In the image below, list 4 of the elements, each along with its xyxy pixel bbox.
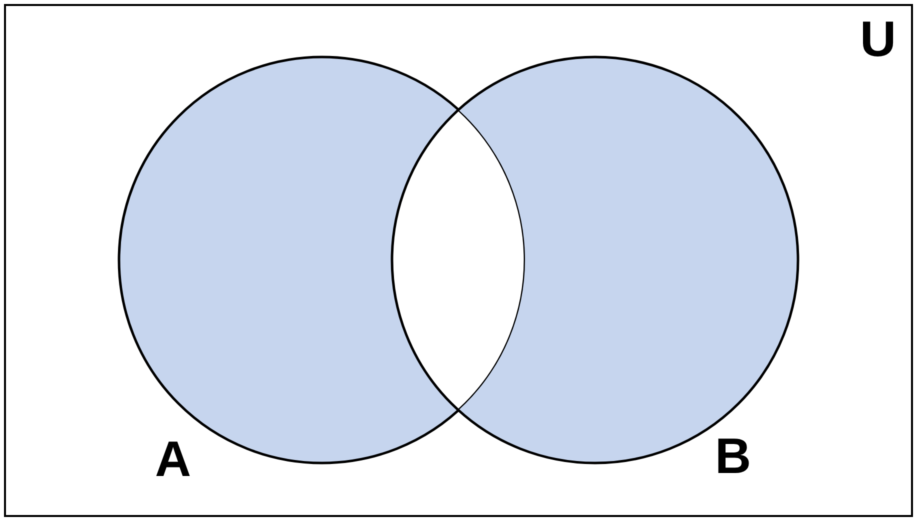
set-label: A xyxy=(155,434,192,484)
set-label: B xyxy=(715,431,752,481)
set-label: U xyxy=(860,14,896,64)
universe-frame xyxy=(4,4,913,517)
